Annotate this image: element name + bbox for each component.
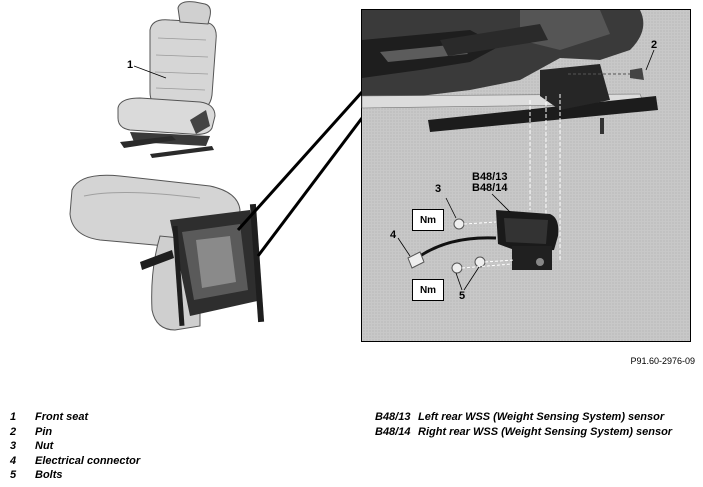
legend-left: 1 Front seat 2 Pin 3 Nut 4 Electrical connec… xyxy=(10,410,140,483)
legend-label: Pin xyxy=(35,425,53,438)
legend-item: 2 Pin xyxy=(10,425,140,440)
legend-label: Left rear WSS (Weight Sensing System) se… xyxy=(418,411,665,423)
legend-key: 3 xyxy=(10,440,17,452)
legend-key: 1 xyxy=(10,411,17,423)
legend-key: B48/14 xyxy=(375,425,411,438)
legend-label: Right rear WSS (Weight Sensing System) s… xyxy=(418,425,673,438)
zoom-line-lower xyxy=(256,117,364,257)
callout-electrical-connector: 4 xyxy=(390,229,397,241)
figure-reference-id: P91.60-2976-09 xyxy=(630,356,695,366)
legend-item: 4 Electrical connector xyxy=(10,454,140,469)
legend-key: B48/13 xyxy=(375,411,411,423)
legend-item: 1 Front seat xyxy=(10,410,140,425)
callout-sensor-right: B48/14 xyxy=(472,182,508,194)
callout-nut: 3 xyxy=(435,183,442,195)
legend-key: 4 xyxy=(10,454,17,467)
callout-sensor-left: B48/13 xyxy=(472,171,508,183)
callout-front-seat: 1 xyxy=(127,59,134,71)
figure-drawing xyxy=(69,1,691,342)
zoom-line-upper xyxy=(236,90,364,232)
legend-item: B48/14 Right rear WSS (Weight Sensing Sys… xyxy=(375,425,672,440)
detail-view xyxy=(361,9,691,342)
legend-label: Nut xyxy=(35,440,54,452)
torque-icon-bolts: Nm xyxy=(412,279,444,301)
legend-key: 2 xyxy=(10,425,17,438)
callout-pin: 2 xyxy=(651,39,658,51)
seat-underside-illustration xyxy=(69,174,265,331)
front-seat-illustration xyxy=(117,1,217,158)
legend-item: 5 Bolts xyxy=(10,468,140,483)
legend-label: Bolts xyxy=(35,469,63,481)
legend-right: B48/13 Left rear WSS (Weight Sensing Syst… xyxy=(375,410,672,439)
leader-front-seat xyxy=(133,65,167,79)
callout-bolts: 5 xyxy=(459,290,466,302)
legend-key: 5 xyxy=(10,469,17,481)
legend-item: 3 Nut xyxy=(10,439,140,454)
legend-label: Electrical connector xyxy=(35,454,141,467)
torque-icon-nut: Nm xyxy=(412,209,444,231)
legend-item: B48/13 Left rear WSS (Weight Sensing Syst… xyxy=(375,410,672,425)
legend-label: Front seat xyxy=(35,411,89,423)
seat-sensor-figure: 1 2 3 4 5 B48/13 B48/14 Nm Nm xyxy=(69,1,691,342)
